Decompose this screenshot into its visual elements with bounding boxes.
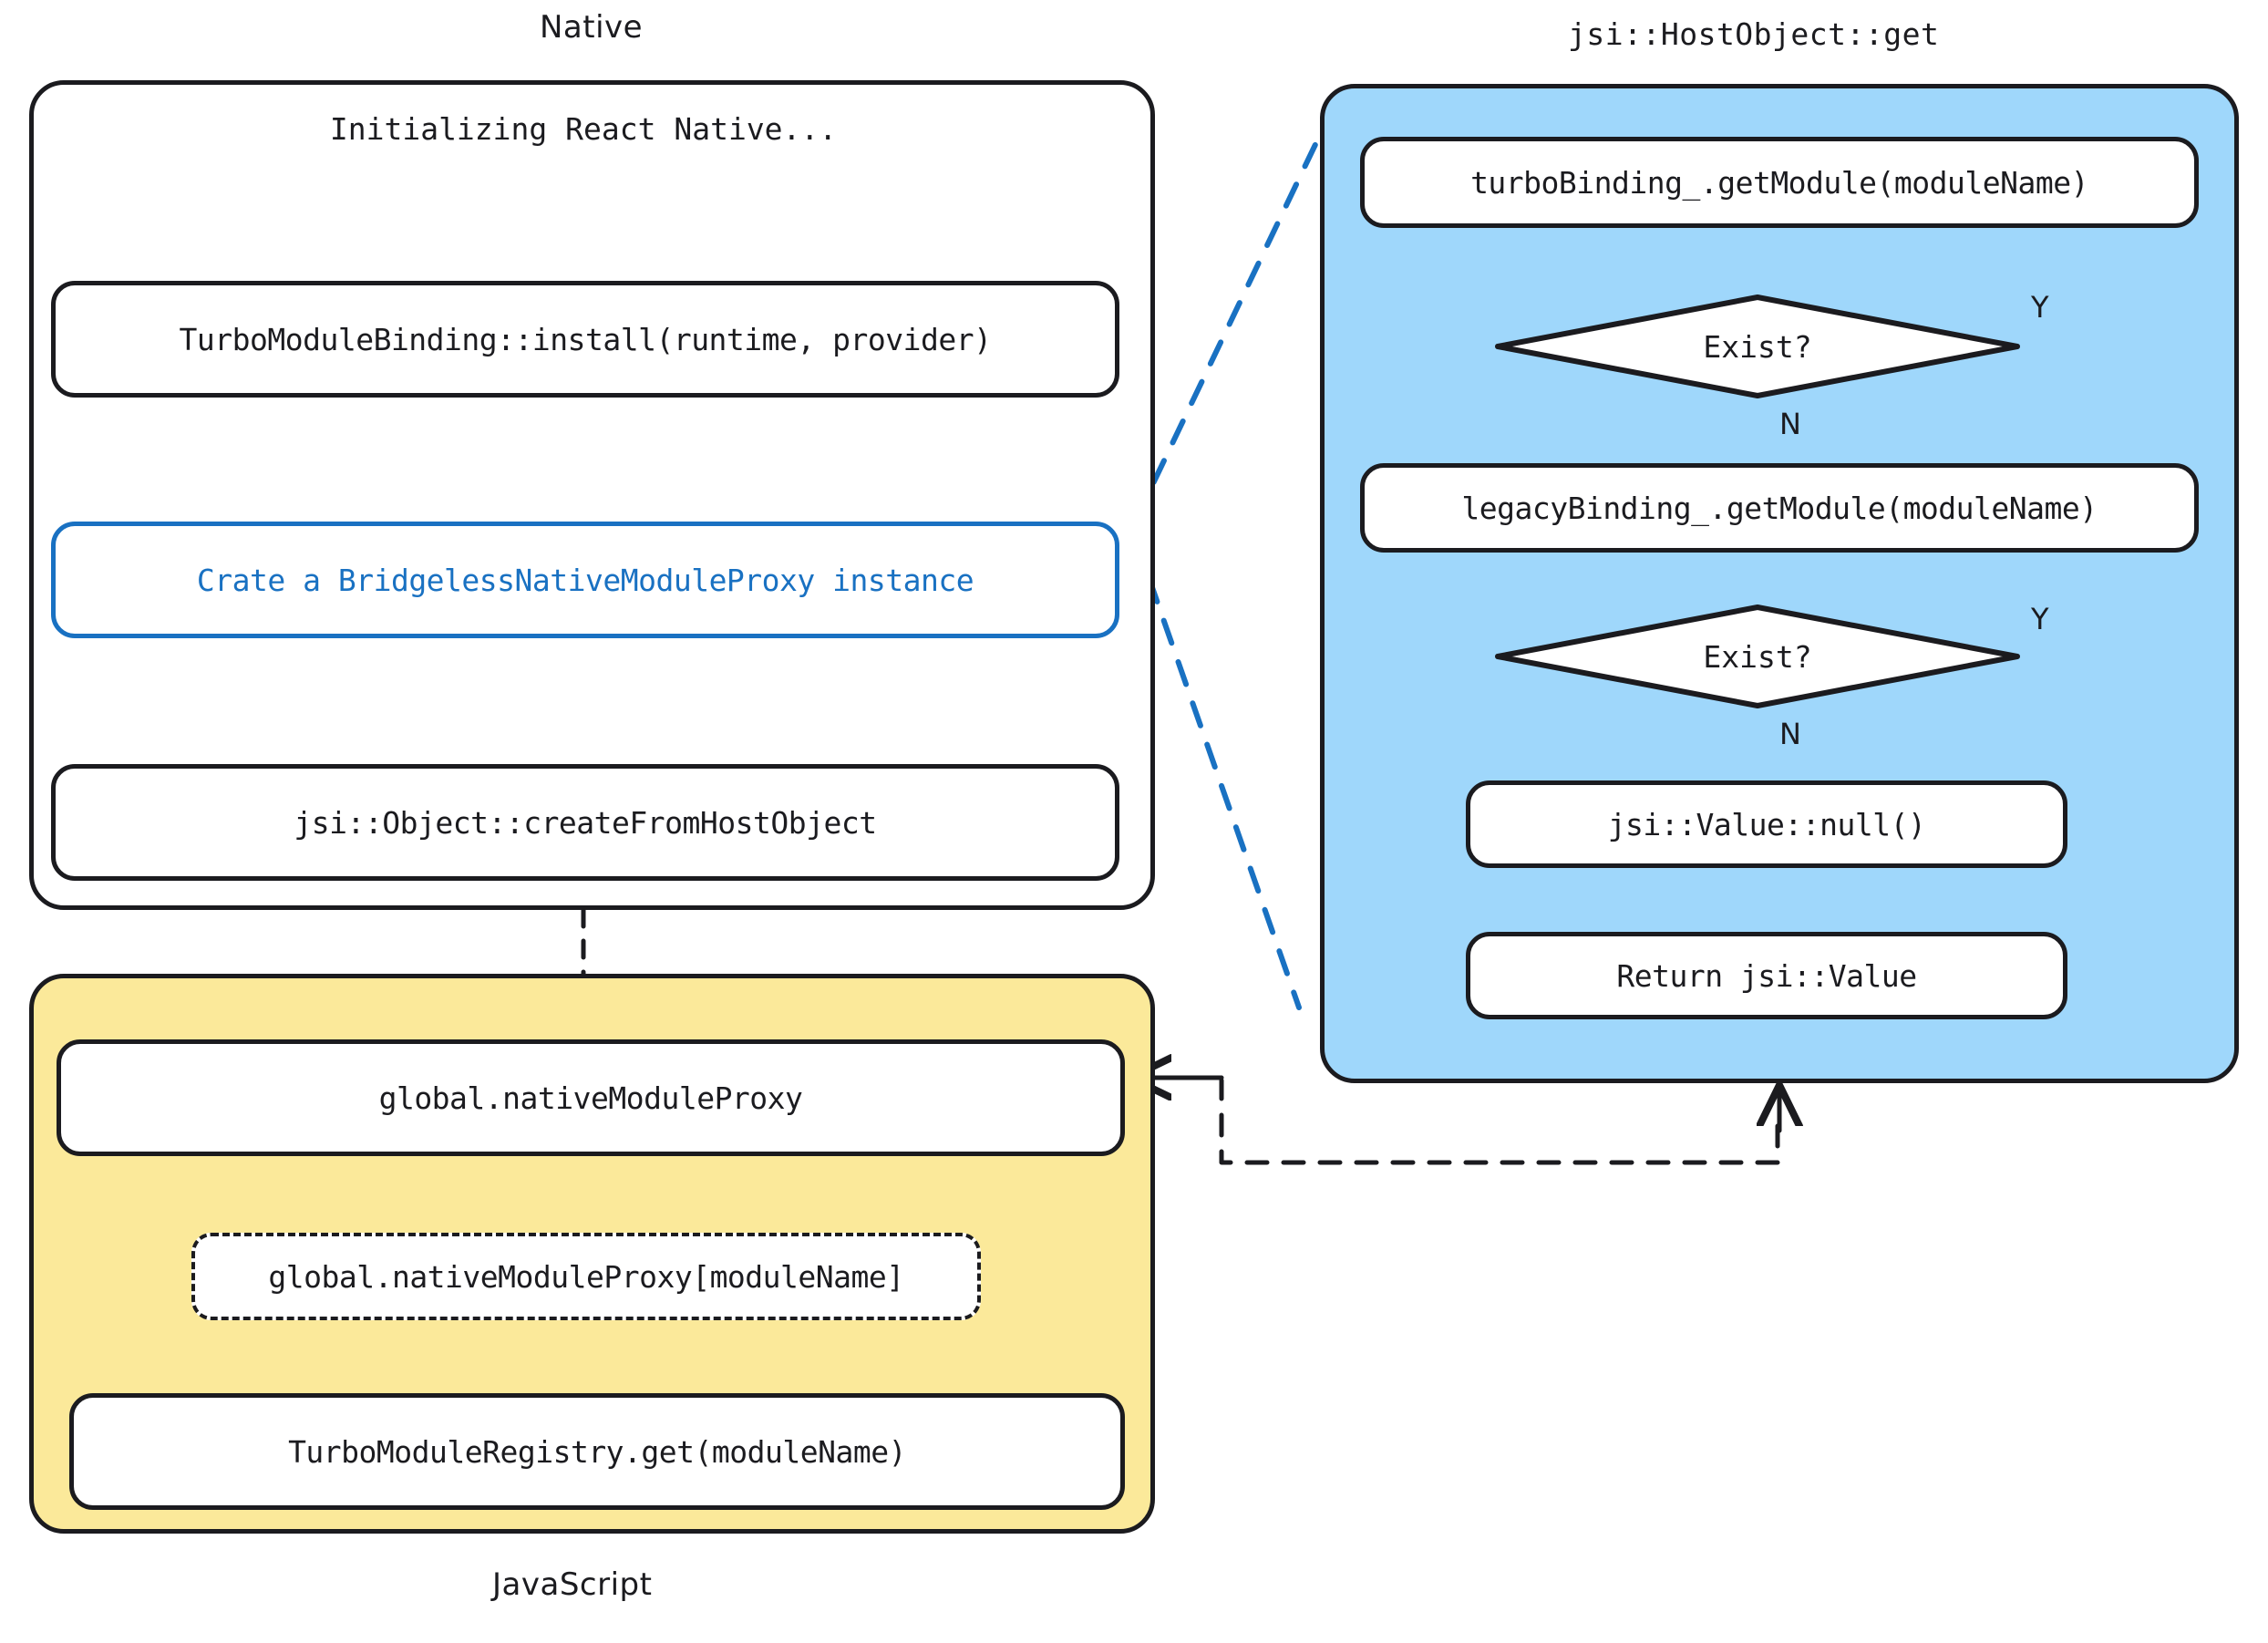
- node-turbomoduleregistry-get[interactable]: TurboModuleRegistry.get(moduleName): [69, 1393, 1125, 1510]
- edge-label-yes-2: Y: [2031, 602, 2049, 636]
- node-nativemoduleproxy-lookup[interactable]: global.nativeModuleProxy[moduleName]: [191, 1233, 981, 1320]
- node-legacybinding-getmodule[interactable]: legacyBinding_.getModule(moduleName): [1360, 463, 2199, 553]
- node-create-from-hostobject[interactable]: jsi::Object::createFromHostObject: [51, 764, 1119, 881]
- node-turbomodulebinding-install[interactable]: TurboModuleBinding::install(runtime, pro…: [51, 281, 1119, 398]
- decision-exist-2[interactable]: Exist?: [1493, 604, 2022, 709]
- panel-title-native: Native: [540, 9, 644, 46]
- node-jsi-value-null[interactable]: jsi::Value::null(): [1466, 780, 2067, 868]
- callout-upper: [1132, 132, 1323, 524]
- decision-exist-1[interactable]: Exist?: [1493, 294, 2022, 399]
- node-return-jsi-value[interactable]: Return jsi::Value: [1466, 932, 2067, 1019]
- decision-exist-2-label: Exist?: [1703, 638, 1812, 675]
- panel-title-javascript: JavaScript: [492, 1566, 653, 1603]
- panel-title-hostobject: jsi::HostObject::get: [1568, 16, 1940, 52]
- edge-label-no-2: N: [1779, 717, 1801, 751]
- edge-label-yes-1: Y: [2031, 290, 2049, 325]
- return-path: [1219, 1078, 1780, 1165]
- node-global-nativemoduleproxy[interactable]: global.nativeModuleProxy: [57, 1039, 1125, 1156]
- edge-label-no-1: N: [1779, 407, 1801, 441]
- panel-hostobject: [1320, 84, 2239, 1083]
- callout-lower: [1132, 535, 1302, 1010]
- node-initializing: Initializing React Native...: [329, 110, 838, 147]
- decision-exist-1-label: Exist?: [1703, 328, 1812, 365]
- node-turbobinding-getmodule[interactable]: turboBinding_.getModule(moduleName): [1360, 137, 2199, 228]
- node-create-bridgeless-proxy[interactable]: Crate a BridgelessNativeModuleProxy inst…: [51, 522, 1119, 638]
